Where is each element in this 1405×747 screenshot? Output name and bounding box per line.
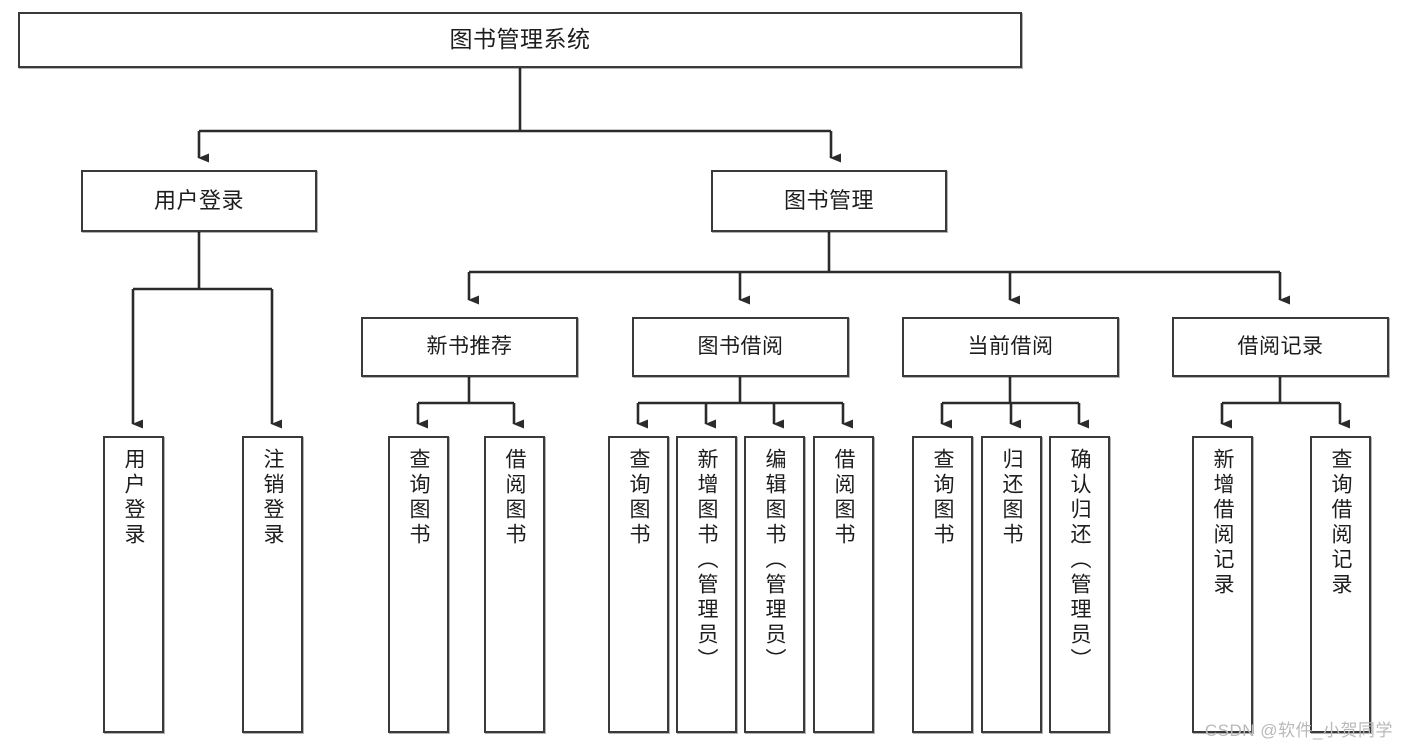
leaf-borrow-add-book-admin[interactable]: 新增图书（管理员） bbox=[676, 436, 737, 733]
leaf-new-book-query[interactable]: 查询图书 bbox=[388, 436, 449, 733]
node-root-label: 图书管理系统 bbox=[449, 26, 591, 53]
node-user-login[interactable]: 用户登录 bbox=[81, 170, 317, 232]
leaf-label: 归还图书 bbox=[1000, 448, 1023, 548]
leaf-new-book-borrow[interactable]: 借阅图书 bbox=[484, 436, 545, 733]
leaf-label: 确认归还（管理员） bbox=[1068, 448, 1091, 673]
leaf-label: 查询借阅记录 bbox=[1329, 448, 1352, 598]
node-book-borrow[interactable]: 图书借阅 bbox=[632, 317, 849, 377]
leaf-borrow-edit-book-admin[interactable]: 编辑图书（管理员） bbox=[744, 436, 805, 733]
leaf-record-query-record[interactable]: 查询借阅记录 bbox=[1310, 436, 1371, 733]
node-new-book-recommend-label: 新书推荐 bbox=[426, 334, 513, 358]
node-book-management[interactable]: 图书管理 bbox=[711, 170, 947, 232]
node-current-borrow-label: 当前借阅 bbox=[967, 334, 1054, 358]
leaf-user-login-login[interactable]: 用户登录 bbox=[103, 436, 164, 733]
node-root-book-management-system[interactable]: 图书管理系统 bbox=[18, 12, 1022, 68]
node-user-login-label: 用户登录 bbox=[153, 188, 244, 214]
leaf-label: 用户登录 bbox=[122, 448, 145, 548]
leaf-label: 新增图书（管理员） bbox=[695, 448, 718, 673]
leaf-label: 查询图书 bbox=[407, 448, 430, 548]
leaf-label: 注销登录 bbox=[261, 448, 284, 548]
leaf-current-return-book[interactable]: 归还图书 bbox=[981, 436, 1042, 733]
leaf-borrow-borrow-book[interactable]: 借阅图书 bbox=[813, 436, 874, 733]
leaf-label: 借阅图书 bbox=[503, 448, 526, 548]
leaf-label: 借阅图书 bbox=[832, 448, 855, 548]
csdn-watermark: CSDN @软件_小贺同学 bbox=[1204, 721, 1393, 740]
leaf-label: 查询图书 bbox=[931, 448, 954, 548]
leaf-borrow-query-book[interactable]: 查询图书 bbox=[608, 436, 669, 733]
leaf-user-login-logout[interactable]: 注销登录 bbox=[242, 436, 303, 733]
leaf-current-query-book[interactable]: 查询图书 bbox=[912, 436, 973, 733]
node-new-book-recommend[interactable]: 新书推荐 bbox=[361, 317, 578, 377]
leaf-label: 新增借阅记录 bbox=[1211, 448, 1234, 598]
leaf-label: 查询图书 bbox=[627, 448, 650, 548]
node-borrow-record[interactable]: 借阅记录 bbox=[1172, 317, 1389, 377]
node-current-borrow[interactable]: 当前借阅 bbox=[902, 317, 1119, 377]
node-book-management-label: 图书管理 bbox=[783, 188, 874, 214]
leaf-label: 编辑图书（管理员） bbox=[763, 448, 786, 673]
node-borrow-record-label: 借阅记录 bbox=[1237, 334, 1324, 358]
leaf-current-confirm-return-admin[interactable]: 确认归还（管理员） bbox=[1049, 436, 1110, 733]
leaf-record-add-record[interactable]: 新增借阅记录 bbox=[1192, 436, 1253, 733]
node-book-borrow-label: 图书借阅 bbox=[697, 334, 784, 358]
